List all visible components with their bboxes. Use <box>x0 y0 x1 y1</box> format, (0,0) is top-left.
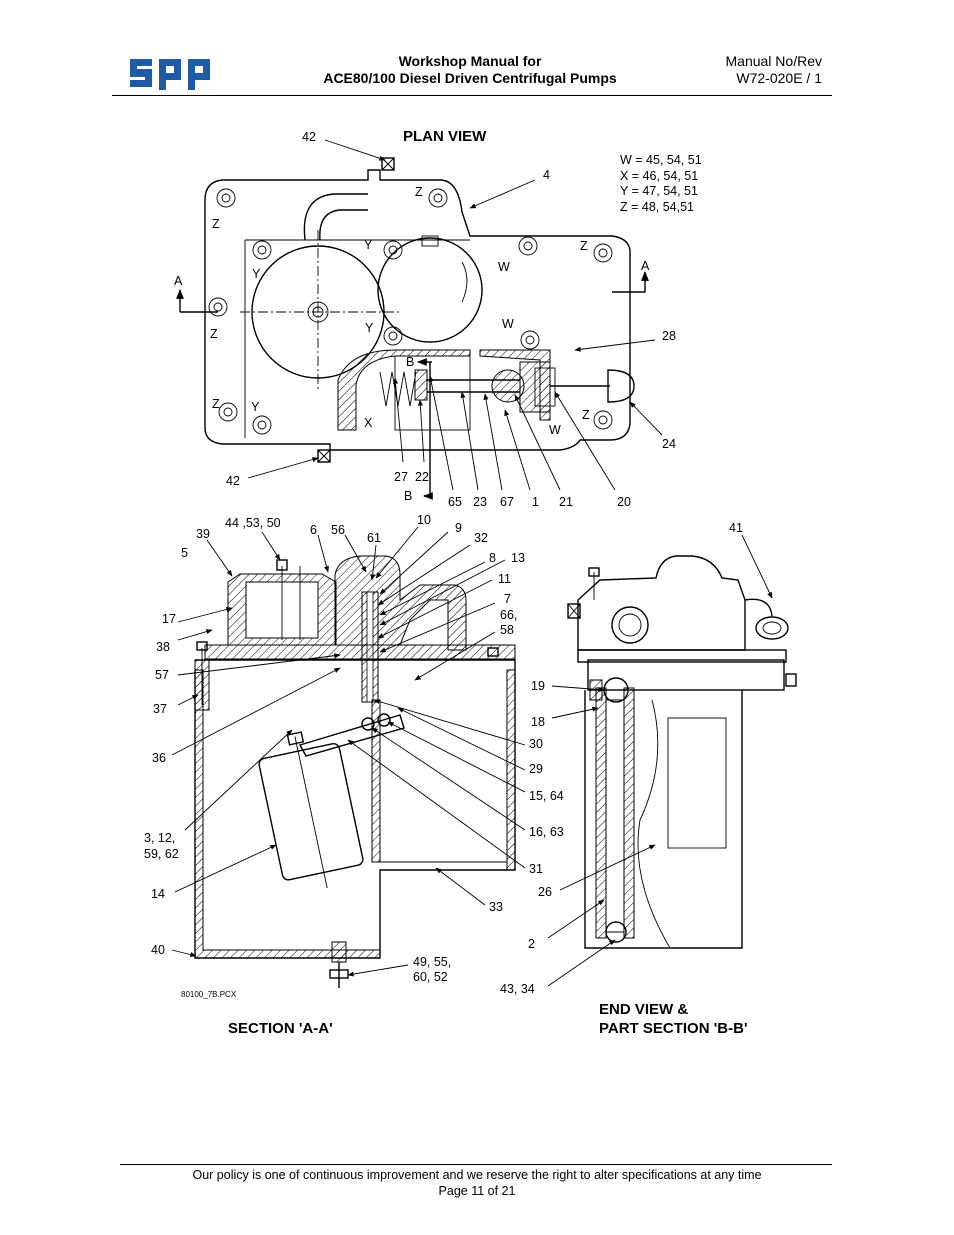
label-w-3: W <box>549 423 561 437</box>
label-z-5: Z <box>212 397 220 411</box>
label-x-1: X <box>364 416 373 430</box>
section-a-labels: 39 44 ,53, 50 6 56 61 10 9 32 8 13 11 7 … <box>144 513 564 984</box>
label-4: 4 <box>543 168 550 182</box>
label-14: 14 <box>151 887 165 901</box>
legend-line-2: X = 46, 54, 51 <box>620 169 698 183</box>
label-40: 40 <box>151 943 165 957</box>
label-z-6: Z <box>582 408 590 422</box>
label-16-63: 16, 63 <box>529 825 564 839</box>
legend-line-3: Y = 47, 54, 51 <box>620 184 698 198</box>
plan-view <box>180 139 663 500</box>
header-title-line2: ACE80/100 Diesel Driven Centrifugal Pump… <box>323 70 617 86</box>
label-33: 33 <box>489 900 503 914</box>
label-61: 61 <box>367 531 381 545</box>
spp-logo <box>130 59 210 90</box>
label-y-2: Y <box>252 267 261 281</box>
label-11: 11 <box>498 572 511 586</box>
label-13: 13 <box>511 551 525 565</box>
label-6: 6 <box>310 523 317 537</box>
label-22: 22 <box>415 470 429 484</box>
label-42-bottom: 42 <box>226 474 240 488</box>
header-rule <box>112 95 832 96</box>
label-66: 66, <box>500 608 517 622</box>
label-59-62: 59, 62 <box>144 847 179 861</box>
label-section-a-left: A <box>174 274 183 288</box>
label-38: 38 <box>156 640 170 654</box>
label-57: 57 <box>155 668 169 682</box>
label-1: 1 <box>532 495 539 509</box>
label-z-3: Z <box>580 239 588 253</box>
label-w-1: W <box>498 260 510 274</box>
end-view-labels: 41 19 18 26 2 43, 34 <box>500 521 743 996</box>
label-w-2: W <box>502 317 514 331</box>
label-21: 21 <box>559 495 573 509</box>
label-27: 27 <box>394 470 408 484</box>
label-60-52: 60, 52 <box>413 970 448 984</box>
label-23: 23 <box>473 495 487 509</box>
label-36: 36 <box>152 751 166 765</box>
label-24: 24 <box>662 437 676 451</box>
label-43-34: 43, 34 <box>500 982 535 996</box>
manual-value: W72-020E / 1 <box>736 70 822 86</box>
label-section-a-right: A <box>641 259 650 273</box>
plan-view-labels: 42 4 28 24 42 27 22 65 23 67 1 21 20 A A… <box>174 130 676 509</box>
label-9: 9 <box>455 521 462 535</box>
footer-page-number: Page 11 of 21 <box>438 1184 516 1198</box>
label-56: 56 <box>331 523 345 537</box>
label-3-12: 3, 12, <box>144 831 175 845</box>
label-section-b-top: B <box>406 355 414 369</box>
legend-line-4: Z = 48, 54,51 <box>620 200 694 214</box>
label-17: 17 <box>162 612 176 626</box>
label-z-4: Z <box>210 327 218 341</box>
label-42-top: 42 <box>302 130 316 144</box>
manual-info: Manual No/Rev W72-020E / 1 <box>726 53 823 87</box>
label-20: 20 <box>617 495 631 509</box>
label-z-2: Z <box>415 185 423 199</box>
label-19: 19 <box>531 679 545 693</box>
end-view-title-2: PART SECTION 'B-B' <box>599 1020 748 1037</box>
manual-label: Manual No/Rev <box>725 53 823 69</box>
label-44-53-50: 44 ,53, 50 <box>225 516 281 530</box>
label-28: 28 <box>662 329 676 343</box>
footer-rule <box>120 1164 832 1165</box>
label-26: 26 <box>538 885 552 899</box>
label-30: 30 <box>529 737 543 751</box>
label-31: 31 <box>529 862 543 876</box>
label-z-1: Z <box>212 217 220 231</box>
label-49-55: 49, 55, <box>413 955 451 969</box>
header-title-line1: Workshop Manual for <box>398 53 542 69</box>
end-view-title-1: END VIEW & <box>599 1001 688 1018</box>
label-18: 18 <box>531 715 545 729</box>
legend-line-1: W = 45, 54, 51 <box>620 153 702 167</box>
label-y-3: Y <box>365 321 374 335</box>
label-32: 32 <box>474 531 488 545</box>
end-view-section-b-b <box>547 534 797 987</box>
label-section-b-bottom: B <box>404 489 412 503</box>
label-y-4: Y <box>251 400 260 414</box>
header-title: Workshop Manual for ACE80/100 Diesel Dri… <box>270 53 670 87</box>
label-67: 67 <box>500 495 514 509</box>
section-a-a <box>171 526 526 988</box>
label-37: 37 <box>153 702 167 716</box>
label-41: 41 <box>729 521 743 535</box>
plan-view-title: PLAN VIEW <box>403 128 487 145</box>
label-7: 7 <box>504 592 511 606</box>
section-a-title: SECTION 'A-A' <box>228 1020 333 1037</box>
label-10: 10 <box>417 513 431 527</box>
label-39: 39 <box>196 527 210 541</box>
label-65: 65 <box>448 495 462 509</box>
file-ref: 80100_7B.PCX <box>181 990 237 999</box>
label-15-64: 15, 64 <box>529 789 564 803</box>
label-58: 58 <box>500 623 514 637</box>
footer-policy: Our policy is one of continuous improvem… <box>192 1168 762 1182</box>
label-8: 8 <box>489 551 496 565</box>
label-29: 29 <box>529 762 543 776</box>
label-y-1: Y <box>364 238 373 252</box>
label-5: 5 <box>181 546 188 560</box>
label-2: 2 <box>528 937 535 951</box>
